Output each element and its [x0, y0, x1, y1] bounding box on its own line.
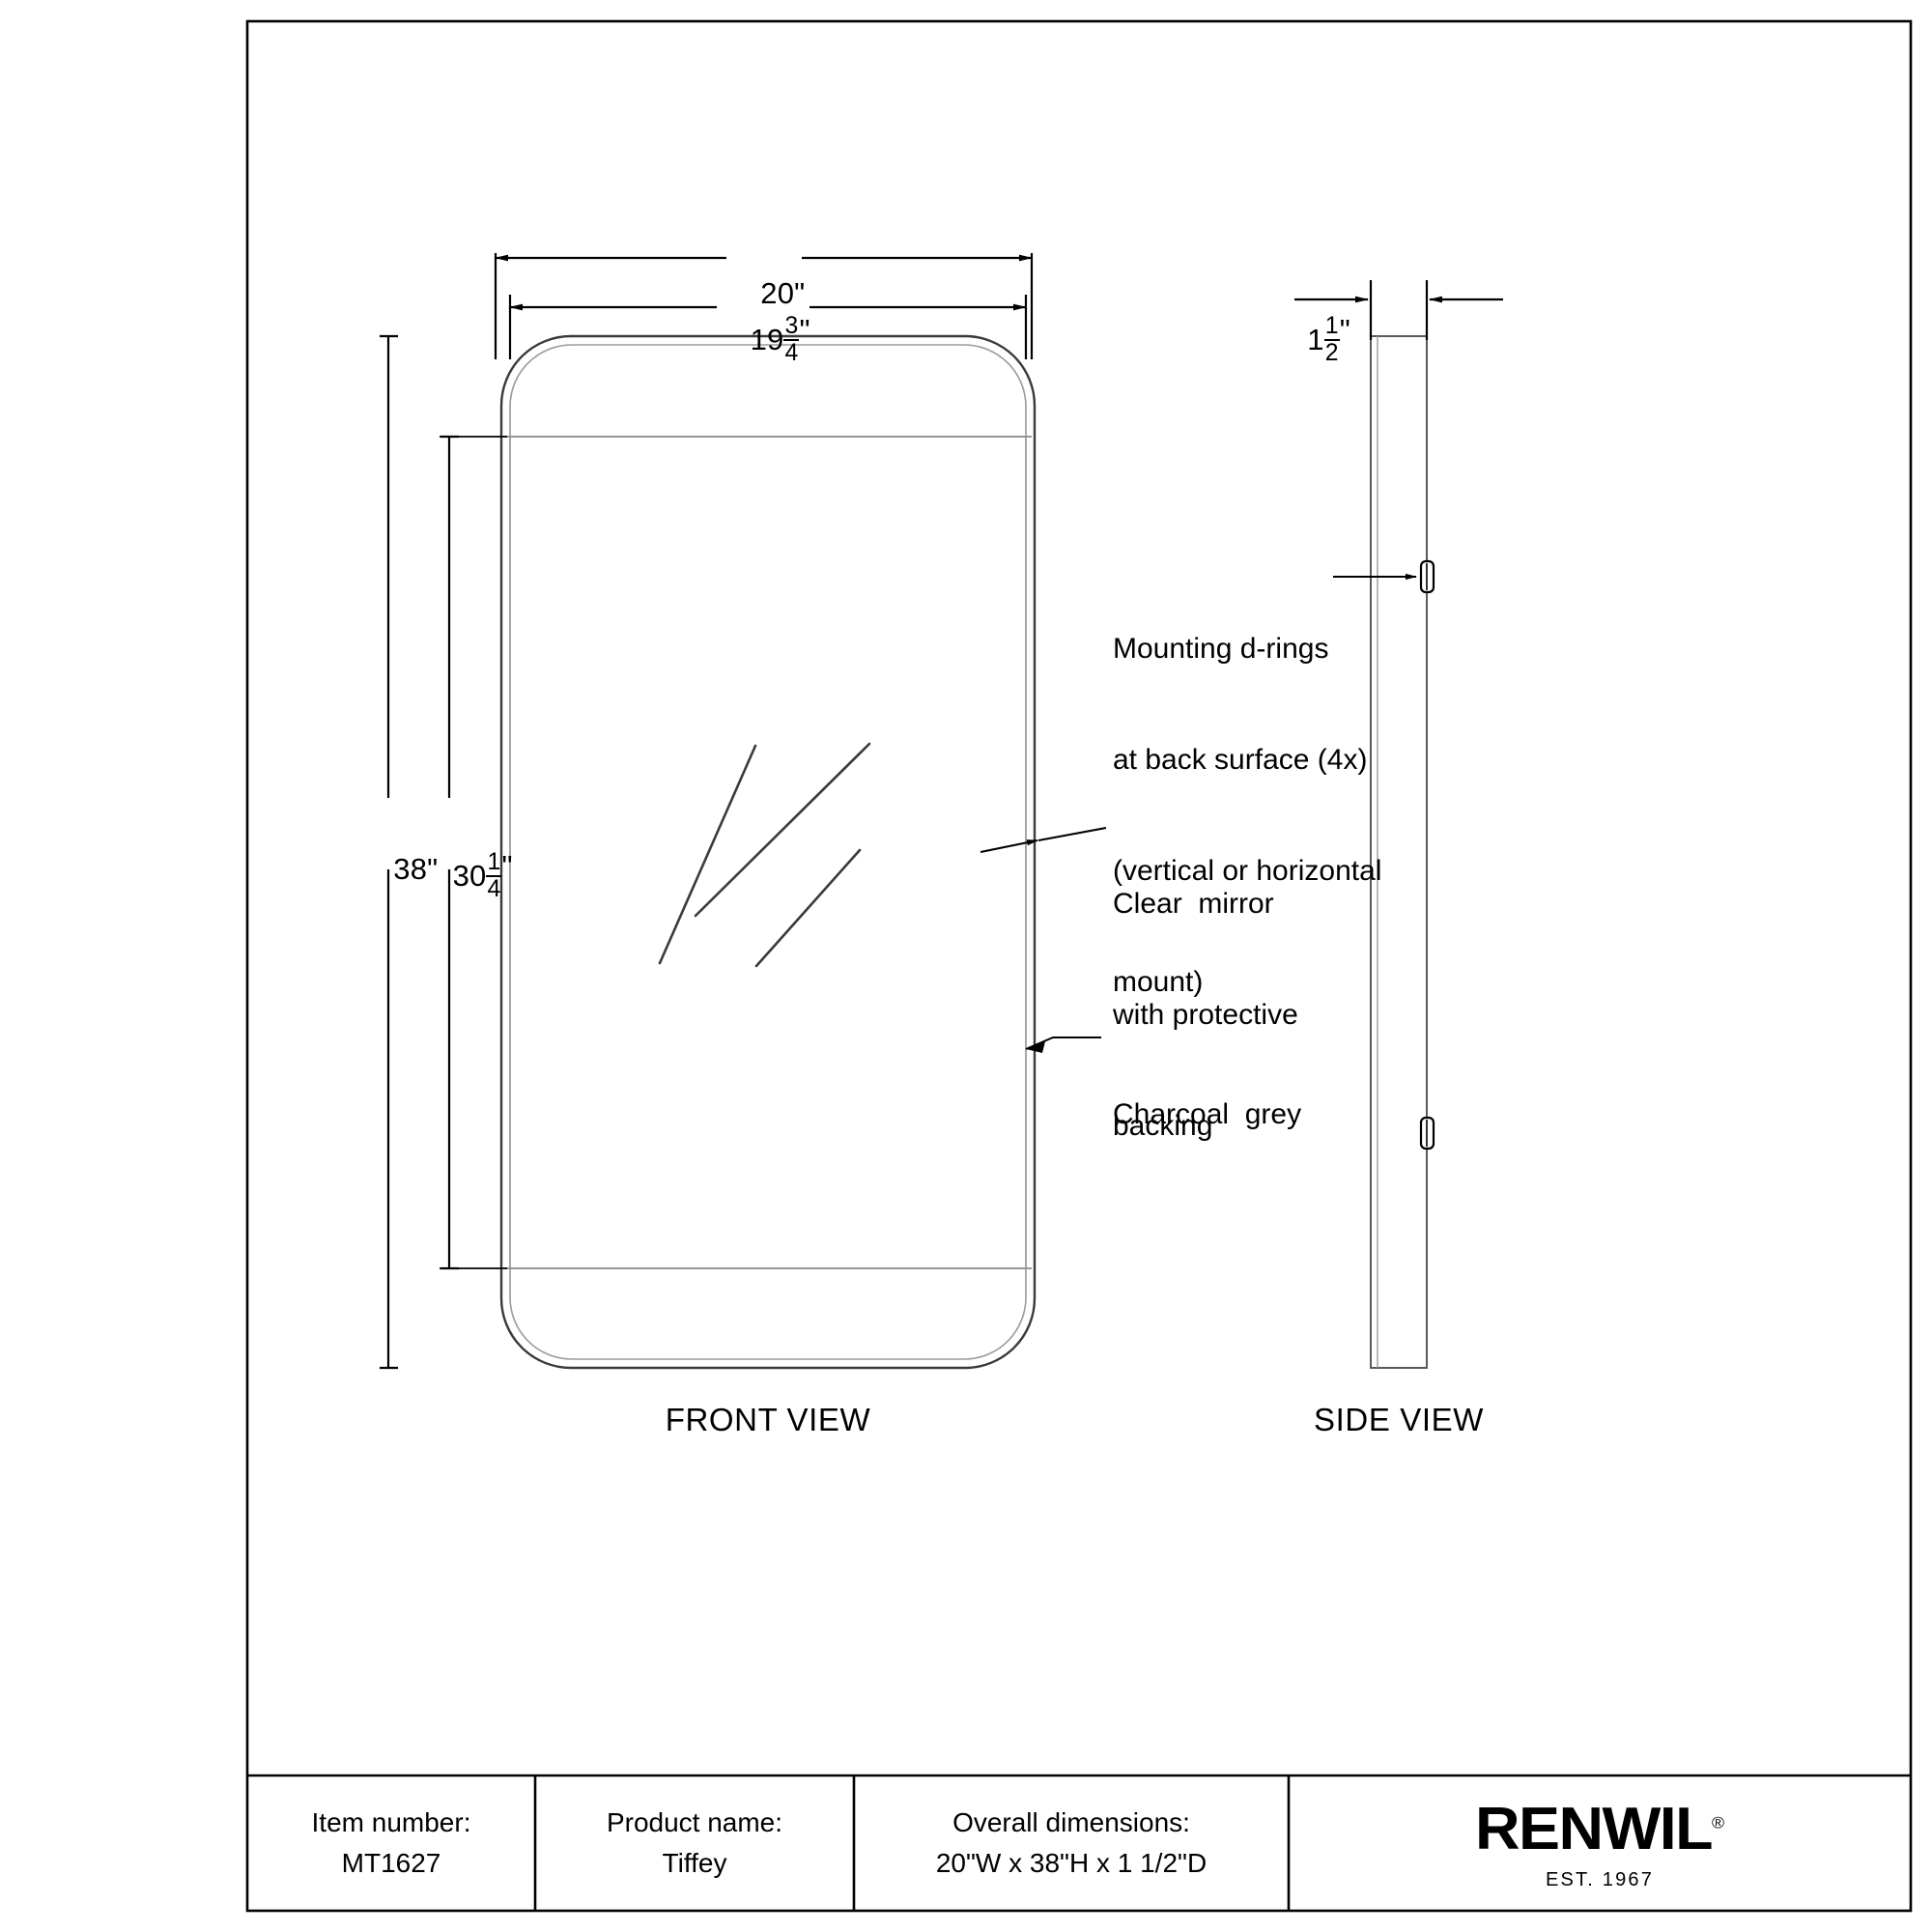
overall-dimensions-value: 20"W x 38"H x 1 1/2"D — [935, 1848, 1208, 1878]
title-block-overall-dimensions: Overall dimensions: 20"W x 38"H x 1 1/2"… — [854, 1776, 1289, 1911]
item-number-label: Item number: — [311, 1807, 471, 1837]
item-number-value: MT1627 — [341, 1848, 441, 1878]
annotation-line: with protective — [1113, 998, 1298, 1031]
annotation-line: Clear mirror — [1113, 887, 1274, 920]
annotation-line: Mounting d-rings — [1113, 632, 1329, 665]
product-name-value: Tiffey — [662, 1848, 727, 1878]
annotation-line: (vertical or horizontal — [1113, 855, 1382, 888]
annotation-clear-mirror: Clear mirror with protective backing — [1113, 811, 1393, 1219]
dimension-overall-width: 20" — [760, 275, 806, 310]
title-block-product-name: Product name: Tiffey — [535, 1776, 854, 1911]
annotation-line: backing — [1113, 1110, 1213, 1143]
annotation-mounting-d-rings: Mounting d-rings at back surface (4x) (v… — [1113, 556, 1403, 1075]
sheet-border — [245, 19, 1913, 1913]
dimension-overall-height: 38" — [393, 851, 439, 886]
brand-logo-wordmark: RENWIL® — [1475, 1795, 1724, 1863]
front-view-geometry — [499, 334, 1037, 1370]
brand-logo: RENWIL® EST. 1967 — [1289, 1776, 1911, 1911]
overall-dimensions-label: Overall dimensions: — [952, 1807, 1190, 1837]
brand-tagline: EST. 1967 — [1545, 1869, 1655, 1890]
annotation-charcoal-grey: Charcoal grey — [1113, 1022, 1393, 1208]
brand-name: RENWIL — [1475, 1796, 1714, 1862]
annotation-line: mount) — [1113, 966, 1204, 999]
product-name-label: Product name: — [606, 1807, 783, 1837]
d-ring-upper — [1419, 559, 1435, 594]
registered-trademark-icon: ® — [1711, 1813, 1724, 1833]
front-view-dimensions — [380, 253, 1034, 1370]
mirror-reflection-lines — [658, 742, 871, 968]
front-view-label: FRONT VIEW — [665, 1402, 871, 1437]
annotation-line: Charcoal grey — [1113, 1097, 1302, 1130]
title-block-item-number: Item number: MT1627 — [247, 1776, 535, 1911]
annotation-line: at back surface (4x) — [1113, 743, 1368, 776]
d-ring-lower — [1419, 1116, 1435, 1151]
side-view-label: SIDE VIEW — [1314, 1402, 1484, 1437]
